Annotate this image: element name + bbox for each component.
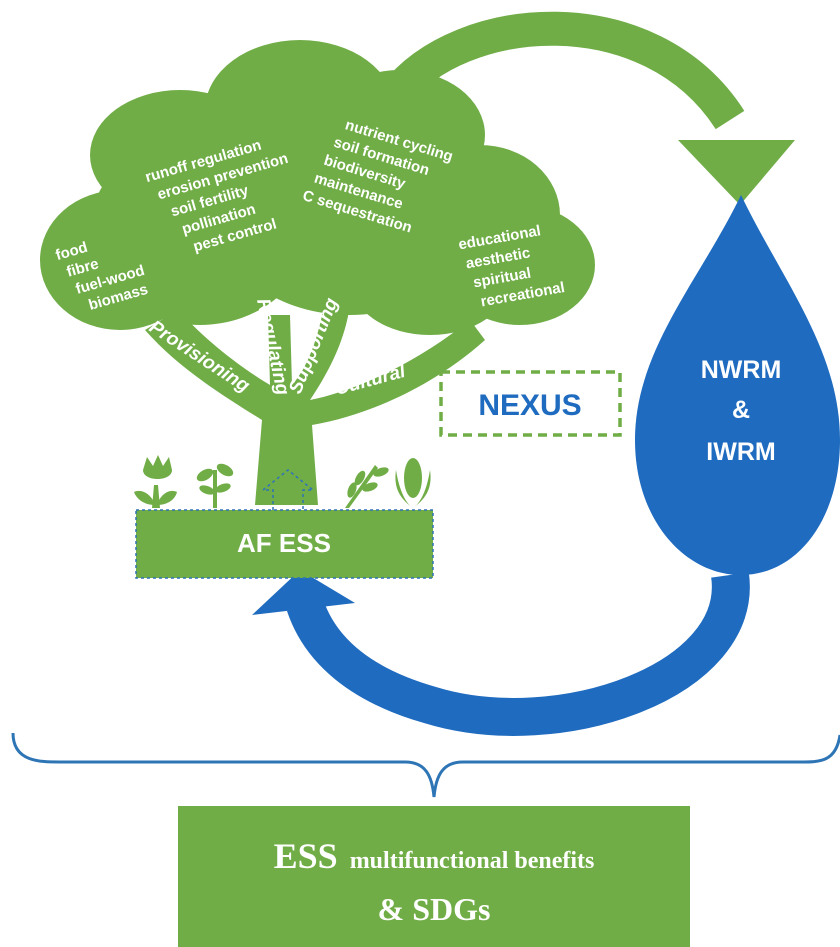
nexus-box [439, 370, 622, 437]
benefits-box [178, 806, 690, 947]
benefits-ess: ESS [274, 836, 338, 876]
drop-label-and: & [732, 396, 750, 424]
tree-trunk [145, 300, 485, 505]
corn-icon [395, 458, 431, 508]
drop-label-iwrm: IWRM [706, 438, 775, 466]
af-ess-box [135, 509, 434, 579]
curly-brace [11, 732, 840, 798]
benefits-line1: ESS multifunctional benefits [274, 836, 595, 876]
benefits-multifunctional: multifunctional benefits [350, 848, 595, 874]
tree-canopy [40, 40, 595, 335]
sprout-icon [196, 463, 234, 508]
green-cycle-arrow [381, 11, 795, 205]
leaf-branch-icon [345, 465, 389, 508]
branch-label-provisioning: Provisioning [145, 317, 253, 397]
drop-label-nwrm: NWRM [701, 356, 782, 384]
af-ess-label: AF ESS [237, 528, 331, 558]
nexus-label: NEXUS [478, 389, 581, 422]
up-arrow-outline [260, 469, 316, 510]
plant-icons [134, 455, 431, 508]
water-drop [635, 195, 840, 575]
benefits-line2: & SDGs [378, 891, 491, 927]
tulip-icon [134, 455, 177, 508]
blue-cycle-arrow [252, 570, 750, 736]
